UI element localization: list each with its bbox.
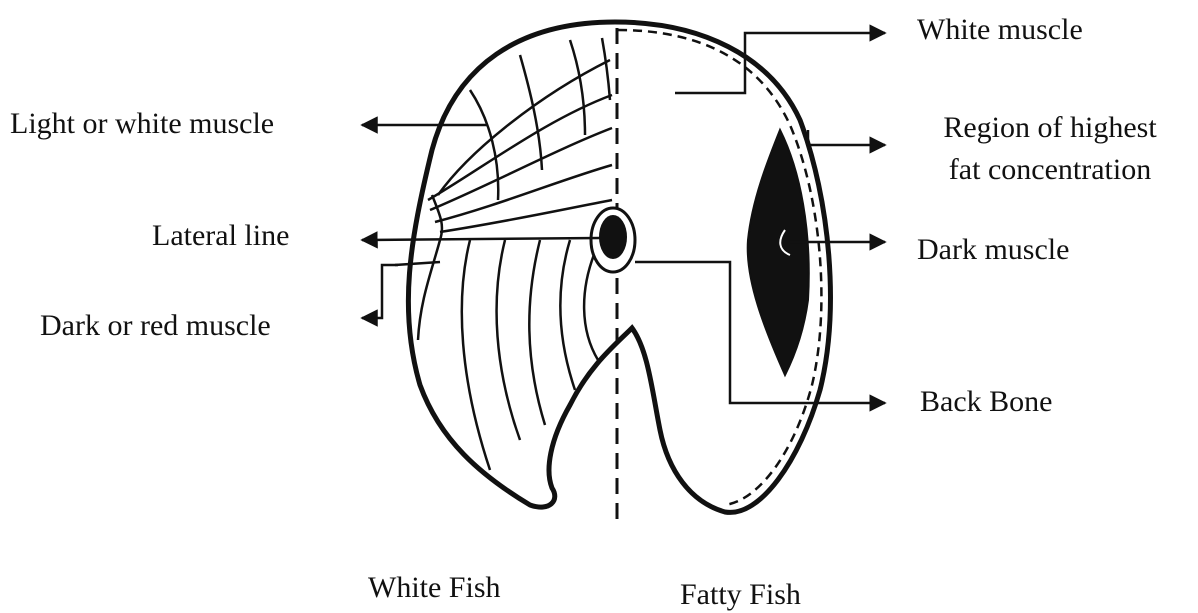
back-bone-inner — [599, 215, 627, 259]
arrow-highest-fat — [808, 130, 885, 145]
label-dark-muscle: Dark muscle — [917, 232, 1069, 268]
label-fatty-fish: Fatty Fish — [680, 577, 801, 613]
label-highest-fat-line2: fat concentration — [905, 152, 1195, 188]
label-light-white-muscle: Light or white muscle — [10, 106, 274, 142]
arrow-dark-red-muscle — [362, 265, 398, 318]
label-highest-fat-line1: Region of highest — [905, 110, 1195, 146]
label-dark-red-muscle: Dark or red muscle — [40, 308, 271, 344]
white-fish-upper-striations — [428, 38, 612, 232]
label-lateral-line: Lateral line — [152, 218, 289, 254]
label-white-fish: White Fish — [368, 570, 501, 606]
white-fish-lower-striations — [395, 195, 598, 470]
dark-muscle-region — [748, 130, 809, 375]
arrow-lateral-line — [362, 238, 600, 240]
label-back-bone: Back Bone — [920, 384, 1052, 420]
label-white-muscle: White muscle — [917, 12, 1083, 48]
